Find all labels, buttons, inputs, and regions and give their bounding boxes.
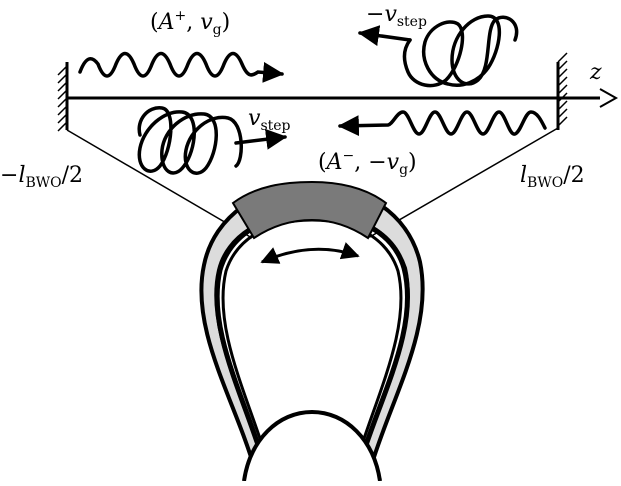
right-end-label: lBWO/2 bbox=[520, 163, 585, 191]
backward-wave bbox=[337, 110, 547, 137]
left-end-label: −lBWO/2 bbox=[0, 163, 84, 191]
forward-wave-label: (A+, vg) bbox=[150, 8, 231, 38]
z-axis-arrowhead bbox=[599, 88, 619, 108]
z-axis-label: z bbox=[590, 60, 602, 85]
projection-line-left bbox=[66, 129, 253, 239]
helix-forward bbox=[137, 106, 288, 175]
base-circle bbox=[242, 409, 382, 482]
forward-wave bbox=[78, 51, 285, 83]
backward-wave-label: (A−, −vg) bbox=[318, 148, 417, 178]
left-mirror bbox=[57, 62, 69, 132]
right-mirror bbox=[556, 52, 568, 130]
ring-cavity bbox=[224, 222, 400, 470]
helix-backward bbox=[357, 14, 519, 88]
double-arrow bbox=[260, 242, 360, 264]
step-backward-label: −vstep bbox=[366, 2, 427, 30]
highlighted-segment bbox=[231, 180, 388, 240]
step-forward-label: vstep bbox=[248, 106, 291, 134]
